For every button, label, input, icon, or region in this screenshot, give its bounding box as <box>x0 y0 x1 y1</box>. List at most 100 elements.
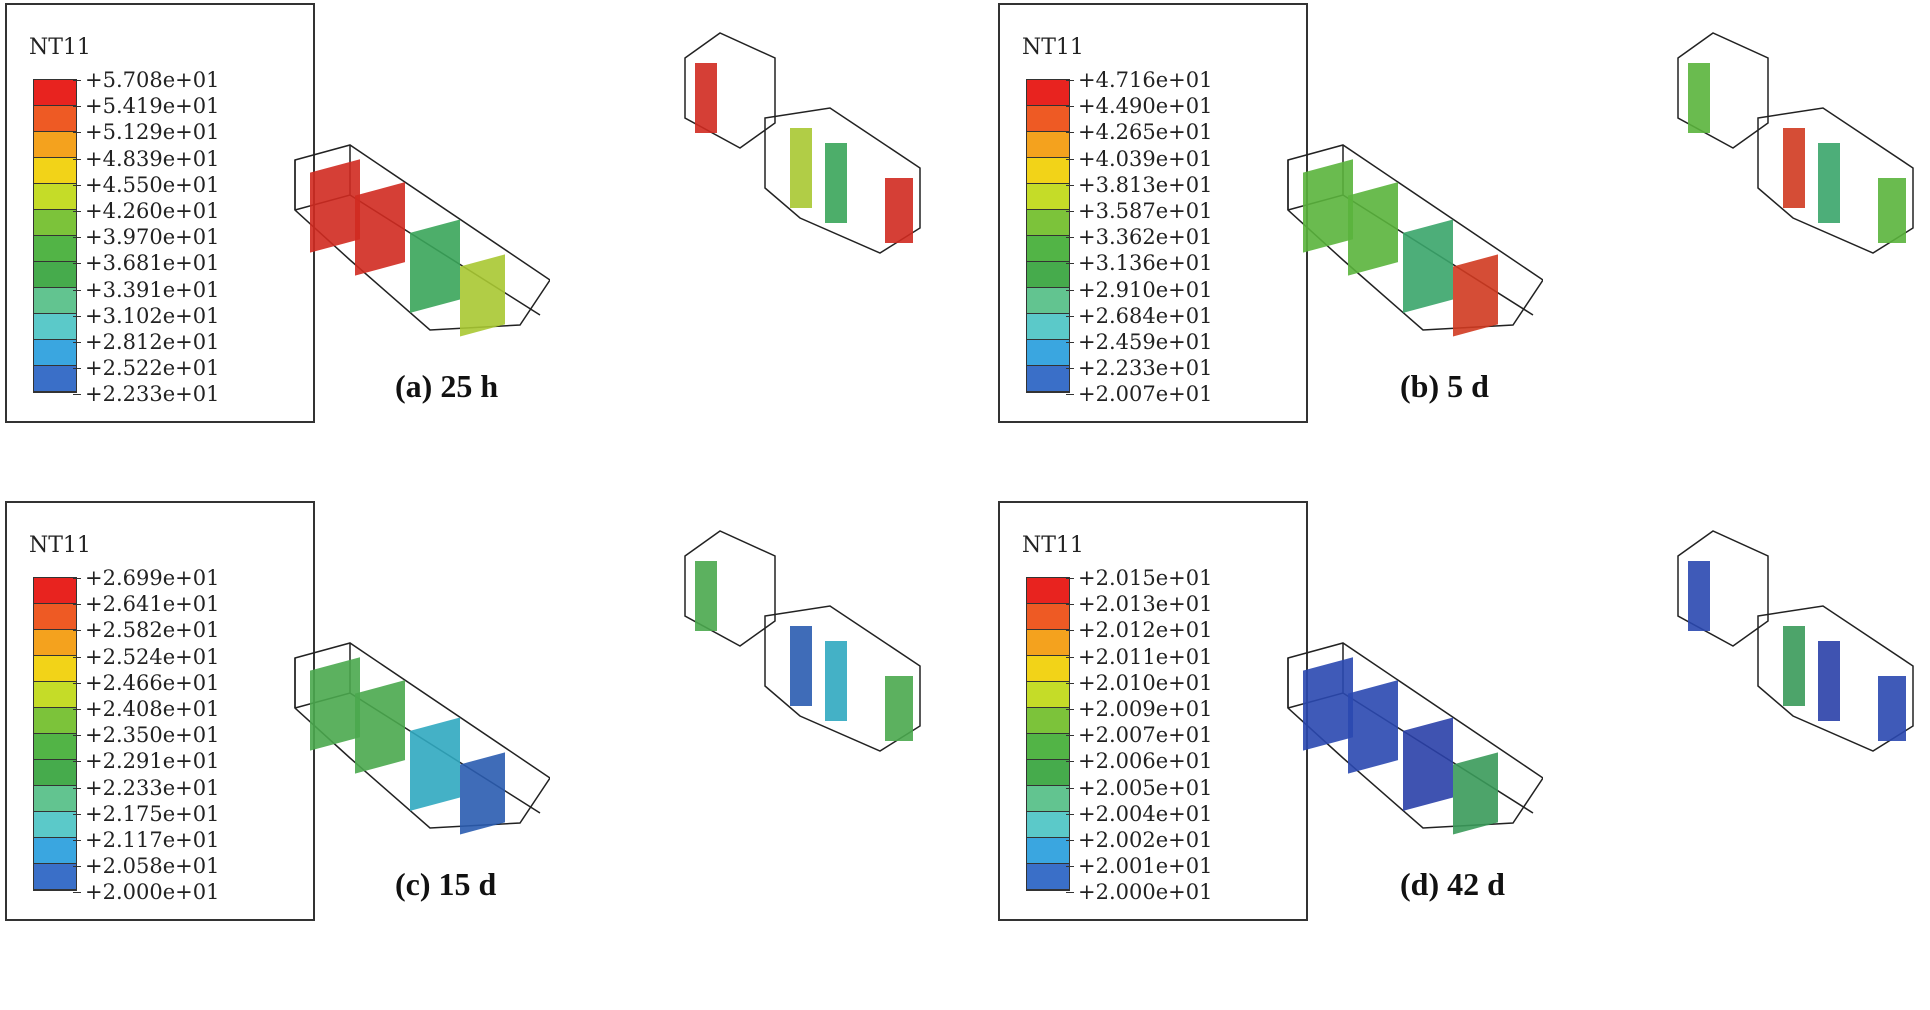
panel-caption: (a) 25 h <box>395 368 499 404</box>
scale-label: +2.010e+01 <box>1066 670 1302 696</box>
legend: NT11+2.015e+01+2.013e+01+2.012e+01+2.011… <box>998 501 1308 921</box>
model-view-main <box>294 642 550 835</box>
scale-label: +3.362e+01 <box>1066 224 1302 250</box>
color-swatch <box>34 604 76 630</box>
model-view-secondary <box>1677 32 1914 254</box>
color-swatch <box>34 132 76 158</box>
panel-b: NT11+4.716e+01+4.490e+01+4.265e+01+4.039… <box>993 0 1930 500</box>
color-swatch <box>34 578 76 604</box>
color-swatch <box>34 734 76 760</box>
model-view-secondary <box>1677 530 1914 752</box>
scale-label: +5.708e+01 <box>73 67 309 93</box>
scale-label: +4.839e+01 <box>73 146 309 172</box>
scale-label: +2.582e+01 <box>73 617 309 643</box>
color-swatch <box>34 288 76 314</box>
scale-label: +2.233e+01 <box>73 381 309 407</box>
panel-c: NT11 +2.699e+01+2.641e+01+2.582e+01+2.524… <box>0 498 960 998</box>
color-swatch <box>34 656 76 682</box>
color-swatch <box>1027 708 1069 734</box>
color-swatch <box>34 760 76 786</box>
color-scale <box>1026 79 1070 393</box>
legend-title: NT11 <box>29 35 91 60</box>
model-view-main <box>1287 144 1543 337</box>
color-swatch <box>1027 158 1069 184</box>
color-swatch <box>34 838 76 864</box>
color-swatch <box>34 682 76 708</box>
scale-label: +2.013e+01 <box>1066 591 1302 617</box>
scale-label: +2.117e+01 <box>73 827 309 853</box>
model-view-main <box>294 144 550 337</box>
color-swatch <box>1027 864 1069 890</box>
panel-caption: (b) 5 d <box>1400 368 1489 404</box>
scale-label: +2.524e+01 <box>73 644 309 670</box>
color-swatch <box>34 366 76 392</box>
scale-label: +2.350e+01 <box>73 722 309 748</box>
color-swatch <box>34 786 76 812</box>
color-swatch <box>1027 236 1069 262</box>
scale-label: +2.005e+01 <box>1066 775 1302 801</box>
scale-label: +2.009e+01 <box>1066 696 1302 722</box>
color-swatch <box>1027 578 1069 604</box>
scale-label: +2.408e+01 <box>73 696 309 722</box>
scale-label: +2.812e+01 <box>73 329 309 355</box>
color-swatch <box>1027 210 1069 236</box>
color-swatch <box>1027 604 1069 630</box>
scale-label: +2.004e+01 <box>1066 801 1302 827</box>
color-swatch <box>1027 80 1069 106</box>
model-view-secondary <box>684 530 921 752</box>
scale-label: +2.459e+01 <box>1066 329 1302 355</box>
color-swatch <box>1027 262 1069 288</box>
color-swatch <box>1027 132 1069 158</box>
panel-a: NT11+5.708e+01+5.419e+01+5.129e+01+4.839… <box>0 0 960 500</box>
color-swatch <box>34 106 76 132</box>
scale-label: +2.684e+01 <box>1066 303 1302 329</box>
color-swatch <box>1027 184 1069 210</box>
scale-label: +2.000e+01 <box>1066 879 1302 905</box>
color-swatch <box>1027 656 1069 682</box>
scale-label: +2.233e+01 <box>73 775 309 801</box>
scale-label: +3.813e+01 <box>1066 172 1302 198</box>
scale-label: +4.716e+01 <box>1066 67 1302 93</box>
scale-label: +3.587e+01 <box>1066 198 1302 224</box>
color-swatch <box>1027 786 1069 812</box>
scale-label: +4.550e+01 <box>73 172 309 198</box>
scale-label: +2.910e+01 <box>1066 277 1302 303</box>
model-view-main <box>1287 642 1543 835</box>
scale-label: +2.006e+01 <box>1066 748 1302 774</box>
scale-label: +2.522e+01 <box>73 355 309 381</box>
scale-label: +2.002e+01 <box>1066 827 1302 853</box>
legend: NT11 +2.699e+01+2.641e+01+2.582e+01+2.524… <box>5 501 315 921</box>
legend-title: NT11 <box>1022 533 1084 558</box>
scale-label: +4.039e+01 <box>1066 146 1302 172</box>
color-swatch <box>1027 682 1069 708</box>
scale-label: +3.136e+01 <box>1066 250 1302 276</box>
scale-label: +2.641e+01 <box>73 591 309 617</box>
color-scale <box>33 577 77 891</box>
scale-label: +2.175e+01 <box>73 801 309 827</box>
scale-label: +2.001e+01 <box>1066 853 1302 879</box>
color-scale <box>33 79 77 393</box>
scale-label: +2.011e+01 <box>1066 644 1302 670</box>
scale-label: +2.699e+01 <box>73 565 309 591</box>
legend: NT11+4.716e+01+4.490e+01+4.265e+01+4.039… <box>998 3 1308 423</box>
scale-label: +3.681e+01 <box>73 250 309 276</box>
scale-label: +2.466e+01 <box>73 670 309 696</box>
color-swatch <box>1027 340 1069 366</box>
scale-label: +4.265e+01 <box>1066 119 1302 145</box>
color-swatch <box>1027 314 1069 340</box>
scale-label: +3.391e+01 <box>73 277 309 303</box>
scale-label: +3.970e+01 <box>73 224 309 250</box>
color-swatch <box>34 708 76 734</box>
color-swatch <box>1027 812 1069 838</box>
model-view-secondary <box>684 32 921 254</box>
color-swatch <box>34 210 76 236</box>
color-swatch <box>1027 366 1069 392</box>
color-swatch <box>1027 760 1069 786</box>
scale-label: +4.260e+01 <box>73 198 309 224</box>
scale-label: +5.129e+01 <box>73 119 309 145</box>
scale-label: +2.000e+01 <box>73 879 309 905</box>
scale-label: +2.233e+01 <box>1066 355 1302 381</box>
legend-title: NT11 <box>29 533 91 558</box>
legend-title: NT11 <box>1022 35 1084 60</box>
color-swatch <box>34 630 76 656</box>
